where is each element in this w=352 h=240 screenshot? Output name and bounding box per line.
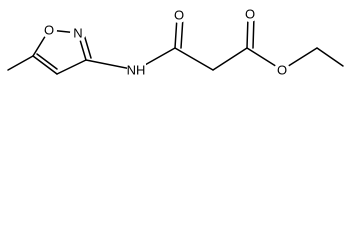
svg-text:O: O <box>245 7 255 22</box>
svg-text:O: O <box>174 8 184 23</box>
svg-text:NH: NH <box>127 63 146 78</box>
amide-oxygen-label: O <box>171 7 187 23</box>
bond-c4-c5-double <box>36 53 58 70</box>
structure-canvas: O N NH O O O <box>0 0 352 96</box>
svg-text:O: O <box>277 63 287 78</box>
svg-text:O: O <box>44 23 54 38</box>
svg-text:N: N <box>73 26 82 41</box>
bond-ch2-ch3 <box>316 47 344 67</box>
bond-carbonyl-ch2 <box>174 47 214 71</box>
ring-oxygen-label: O <box>41 22 57 38</box>
bond-carbonyl-oxygen-double <box>180 16 184 49</box>
ester-carbonyl-oxygen-label: O <box>242 6 258 22</box>
ring-nitrogen-label: N <box>70 25 86 41</box>
molecule-structure: O N NH O O O <box>7 6 344 79</box>
bond-ester-carbonyl-oxygen-double <box>252 15 255 49</box>
ester-oxygen-label: O <box>274 62 290 78</box>
amide-nitrogen-label: NH <box>127 61 146 79</box>
bond-c4-c5 <box>32 55 58 75</box>
bond-methyl-c5 <box>7 55 34 71</box>
bond-c3-c4 <box>56 59 87 75</box>
bond-ch2-ester-carbonyl <box>212 47 248 71</box>
